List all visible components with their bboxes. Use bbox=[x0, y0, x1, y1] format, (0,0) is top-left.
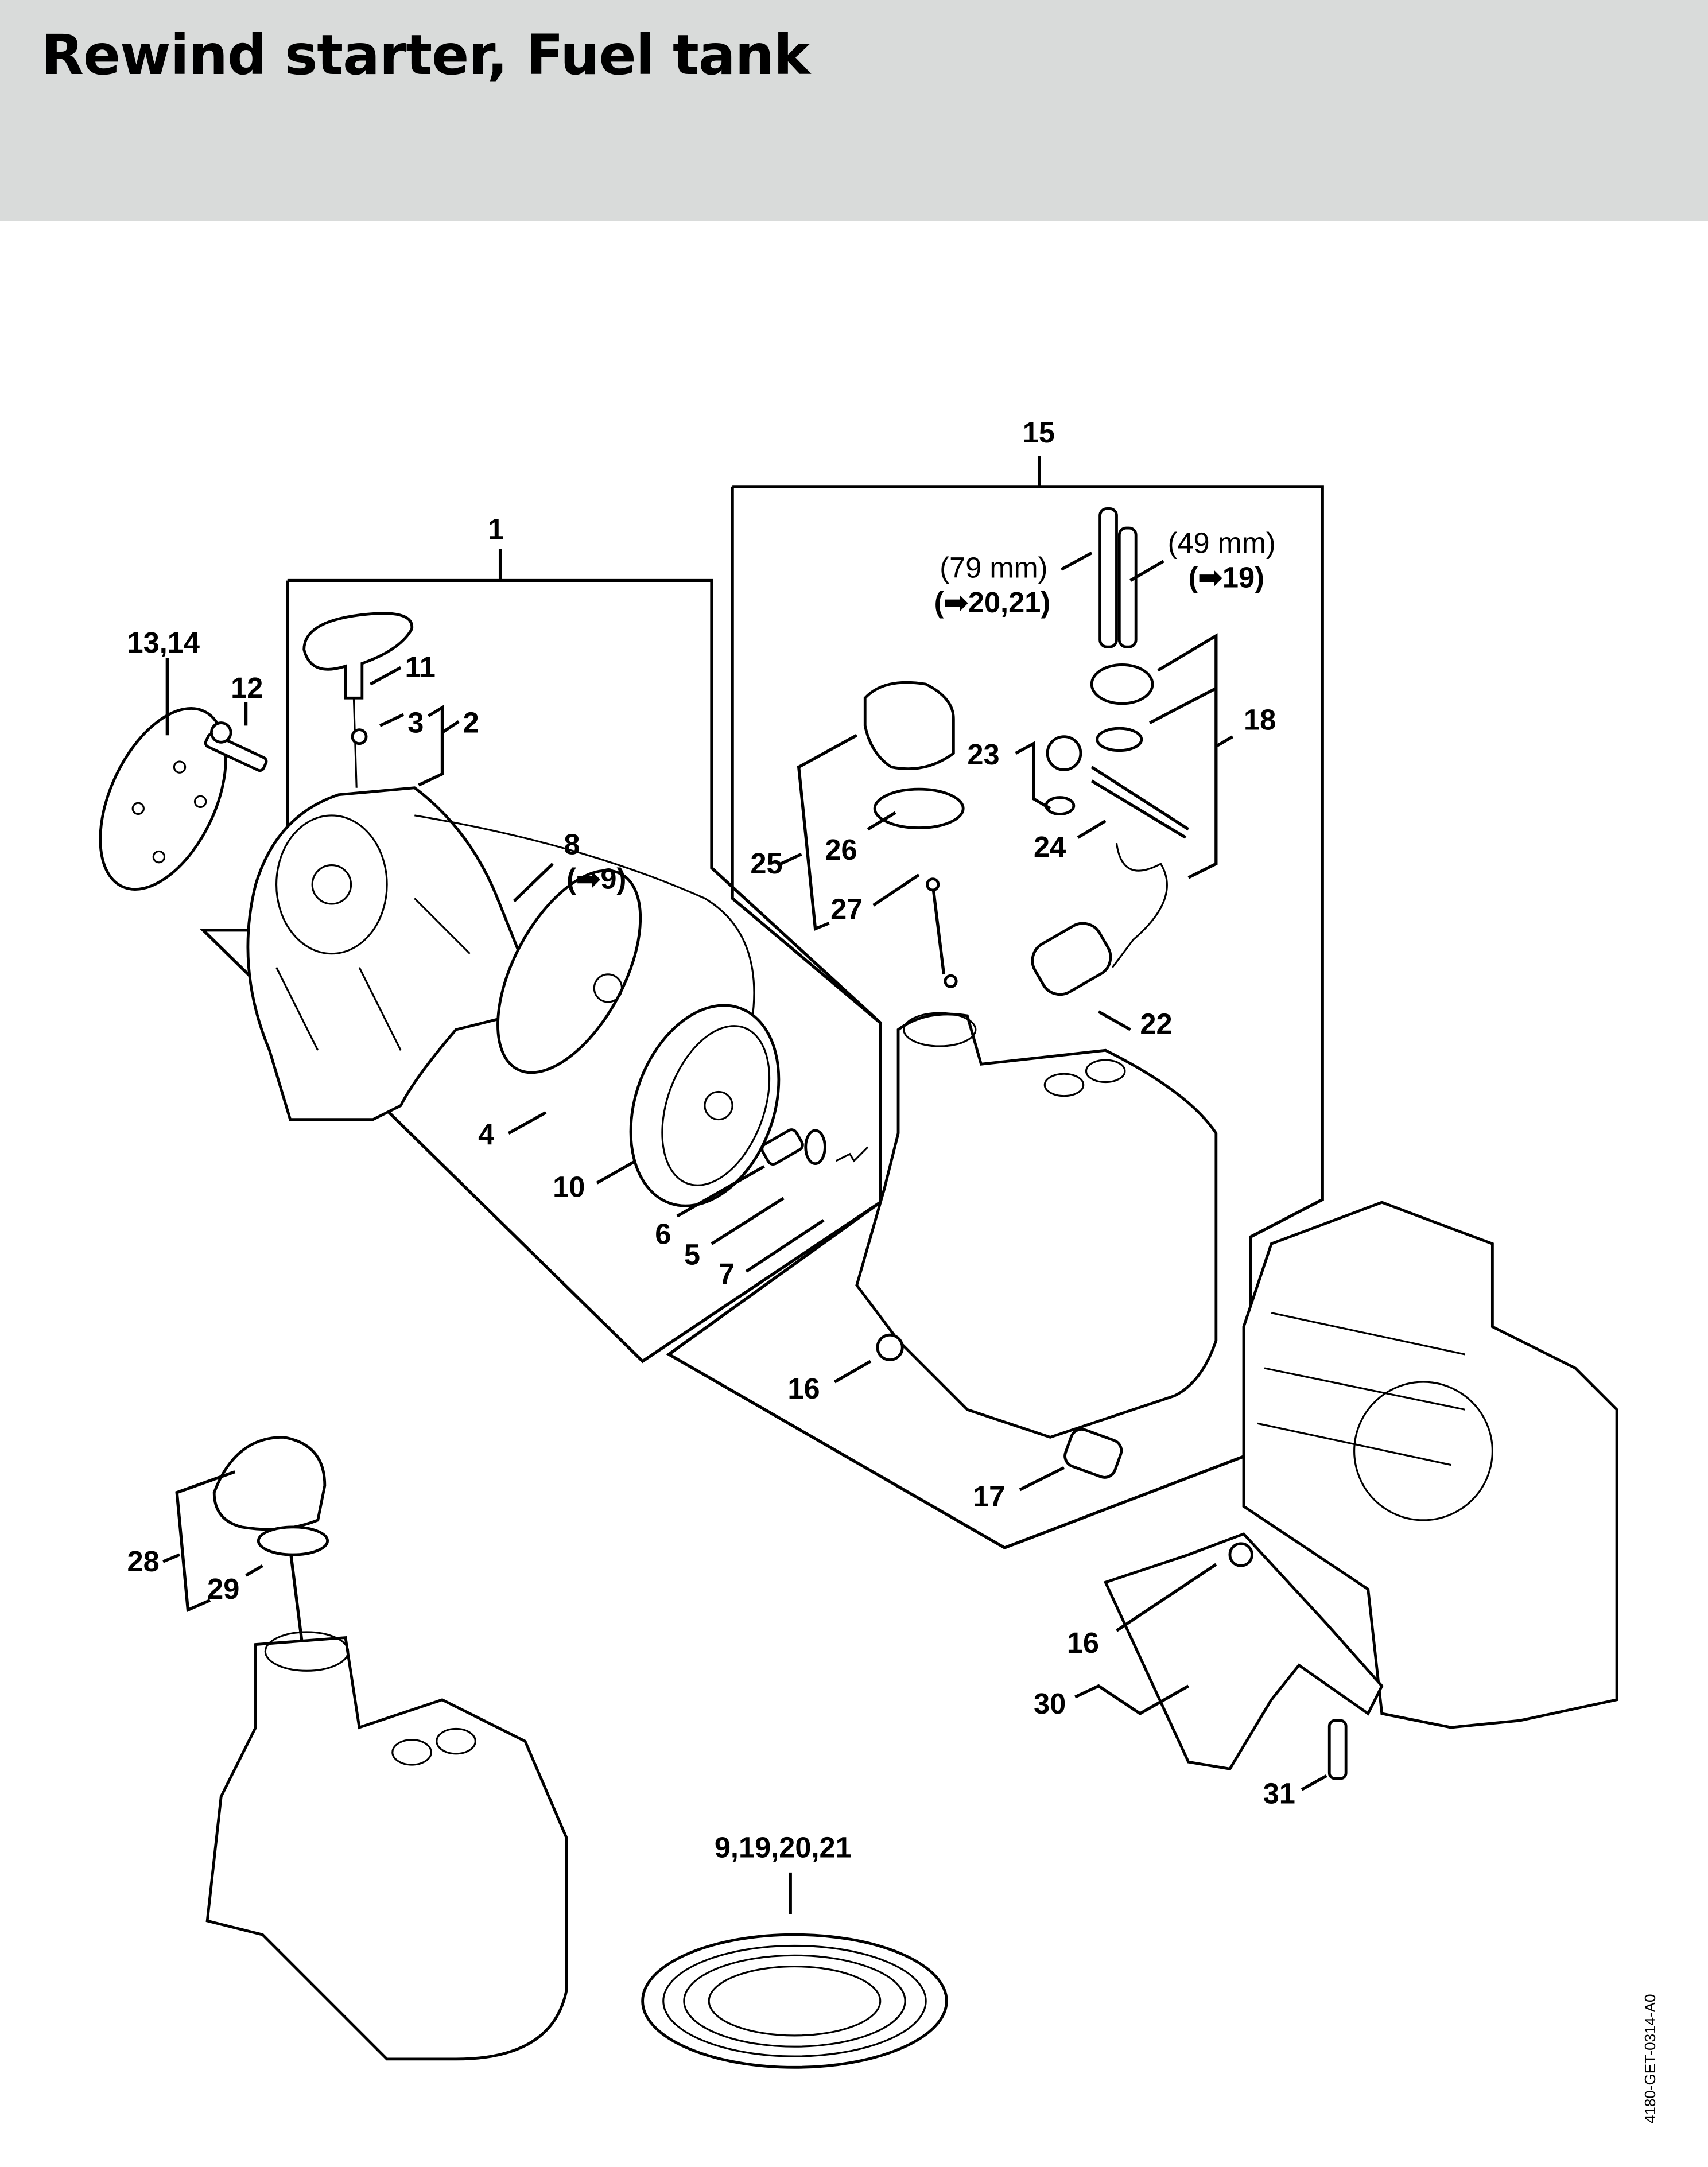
part-23-valve[interactable] bbox=[1045, 735, 1082, 815]
part-29-o-ring[interactable] bbox=[257, 1525, 329, 1556]
hose-long-ref[interactable]: (➡20,21) bbox=[934, 586, 1051, 619]
callout-hose[interactable]: 9,19,20,21 bbox=[715, 1831, 852, 1863]
part-18-fuel-pickup-assembly[interactable] bbox=[1090, 663, 1190, 839]
part-15-hoses[interactable] bbox=[1098, 507, 1138, 648]
part-22-fuel-filter[interactable] bbox=[1026, 842, 1168, 1001]
part-4-rewind-spring[interactable] bbox=[468, 848, 670, 1096]
callout-5[interactable]: 5 bbox=[684, 1238, 700, 1271]
callout-2[interactable]: 2 bbox=[463, 706, 479, 739]
callout-17[interactable]: 17 bbox=[973, 1480, 1005, 1513]
part-11-starter-grip[interactable] bbox=[302, 612, 413, 788]
part-26-o-ring[interactable] bbox=[873, 787, 965, 829]
part-16-grommet-2[interactable] bbox=[1228, 1542, 1253, 1567]
callout-28[interactable]: 28 bbox=[127, 1545, 160, 1578]
callout-23[interactable]: 23 bbox=[967, 738, 999, 771]
callout-6[interactable]: 6 bbox=[655, 1217, 671, 1250]
callout-27[interactable]: 27 bbox=[830, 892, 863, 925]
hose-long-length: (79 mm) bbox=[940, 552, 1047, 584]
engine-assembly bbox=[1242, 1201, 1618, 1729]
hose-short-length: (49 mm) bbox=[1168, 526, 1276, 559]
callout-30[interactable]: 30 bbox=[1034, 1687, 1066, 1720]
callout-16b[interactable]: 16 bbox=[1067, 1626, 1099, 1659]
part-6-pawl[interactable] bbox=[760, 1128, 805, 1166]
part-12-screw[interactable] bbox=[204, 721, 268, 772]
callout-11[interactable]: 11 bbox=[405, 651, 435, 684]
callout-8-ref[interactable]: (➡9) bbox=[566, 863, 626, 895]
callout-22[interactable]: 22 bbox=[1140, 1007, 1172, 1040]
callout-25[interactable]: 25 bbox=[750, 847, 782, 880]
part-27-retainer[interactable] bbox=[926, 877, 958, 988]
callout-1[interactable]: 1 bbox=[488, 512, 504, 545]
callout-29[interactable]: 29 bbox=[207, 1572, 239, 1605]
header-bar: Rewind starter, Fuel tank bbox=[0, 0, 1708, 221]
part-13-14-cover-plate[interactable] bbox=[75, 689, 251, 909]
callout-10[interactable]: 10 bbox=[553, 1170, 585, 1203]
callout-8[interactable]: 8 bbox=[564, 828, 580, 860]
hose-short-ref[interactable]: (➡19) bbox=[1189, 561, 1264, 594]
callout-31[interactable]: 31 bbox=[1263, 1777, 1295, 1809]
part-7-spring[interactable] bbox=[835, 1146, 869, 1163]
part-5-washer[interactable] bbox=[804, 1129, 826, 1166]
part-10-rope-rotor[interactable] bbox=[604, 985, 805, 1227]
callout-4[interactable]: 4 bbox=[478, 1118, 494, 1151]
callout-24[interactable]: 24 bbox=[1034, 830, 1066, 863]
page-title: Rewind starter, Fuel tank bbox=[41, 23, 810, 87]
part-15-fuel-tank[interactable] bbox=[855, 1012, 1218, 1439]
diagram-code: 4180-GET-0314-A0 bbox=[1641, 1994, 1659, 2123]
part-31-screw[interactable] bbox=[1327, 1719, 1348, 1780]
callout-13-14[interactable]: 13,14 bbox=[127, 626, 200, 659]
callout-18[interactable]: 18 bbox=[1244, 704, 1276, 736]
callout-12[interactable]: 12 bbox=[231, 671, 263, 704]
callout-7[interactable]: 7 bbox=[719, 1257, 735, 1290]
callout-16a[interactable]: 16 bbox=[787, 1372, 820, 1405]
part-2-fan-housing[interactable] bbox=[246, 786, 531, 1121]
callout-15[interactable]: 15 bbox=[1023, 416, 1055, 449]
callout-3[interactable]: 3 bbox=[407, 706, 424, 739]
callout-26[interactable]: 26 bbox=[825, 833, 857, 866]
group-15-bracket bbox=[666, 456, 1324, 1549]
part-25-fuel-cap[interactable] bbox=[863, 681, 955, 771]
part-16-grommet[interactable] bbox=[876, 1333, 904, 1361]
fuel-tank-reference bbox=[205, 1631, 568, 2061]
hose-coil[interactable] bbox=[641, 1933, 948, 2069]
part-17-sleeve[interactable] bbox=[1062, 1426, 1124, 1481]
